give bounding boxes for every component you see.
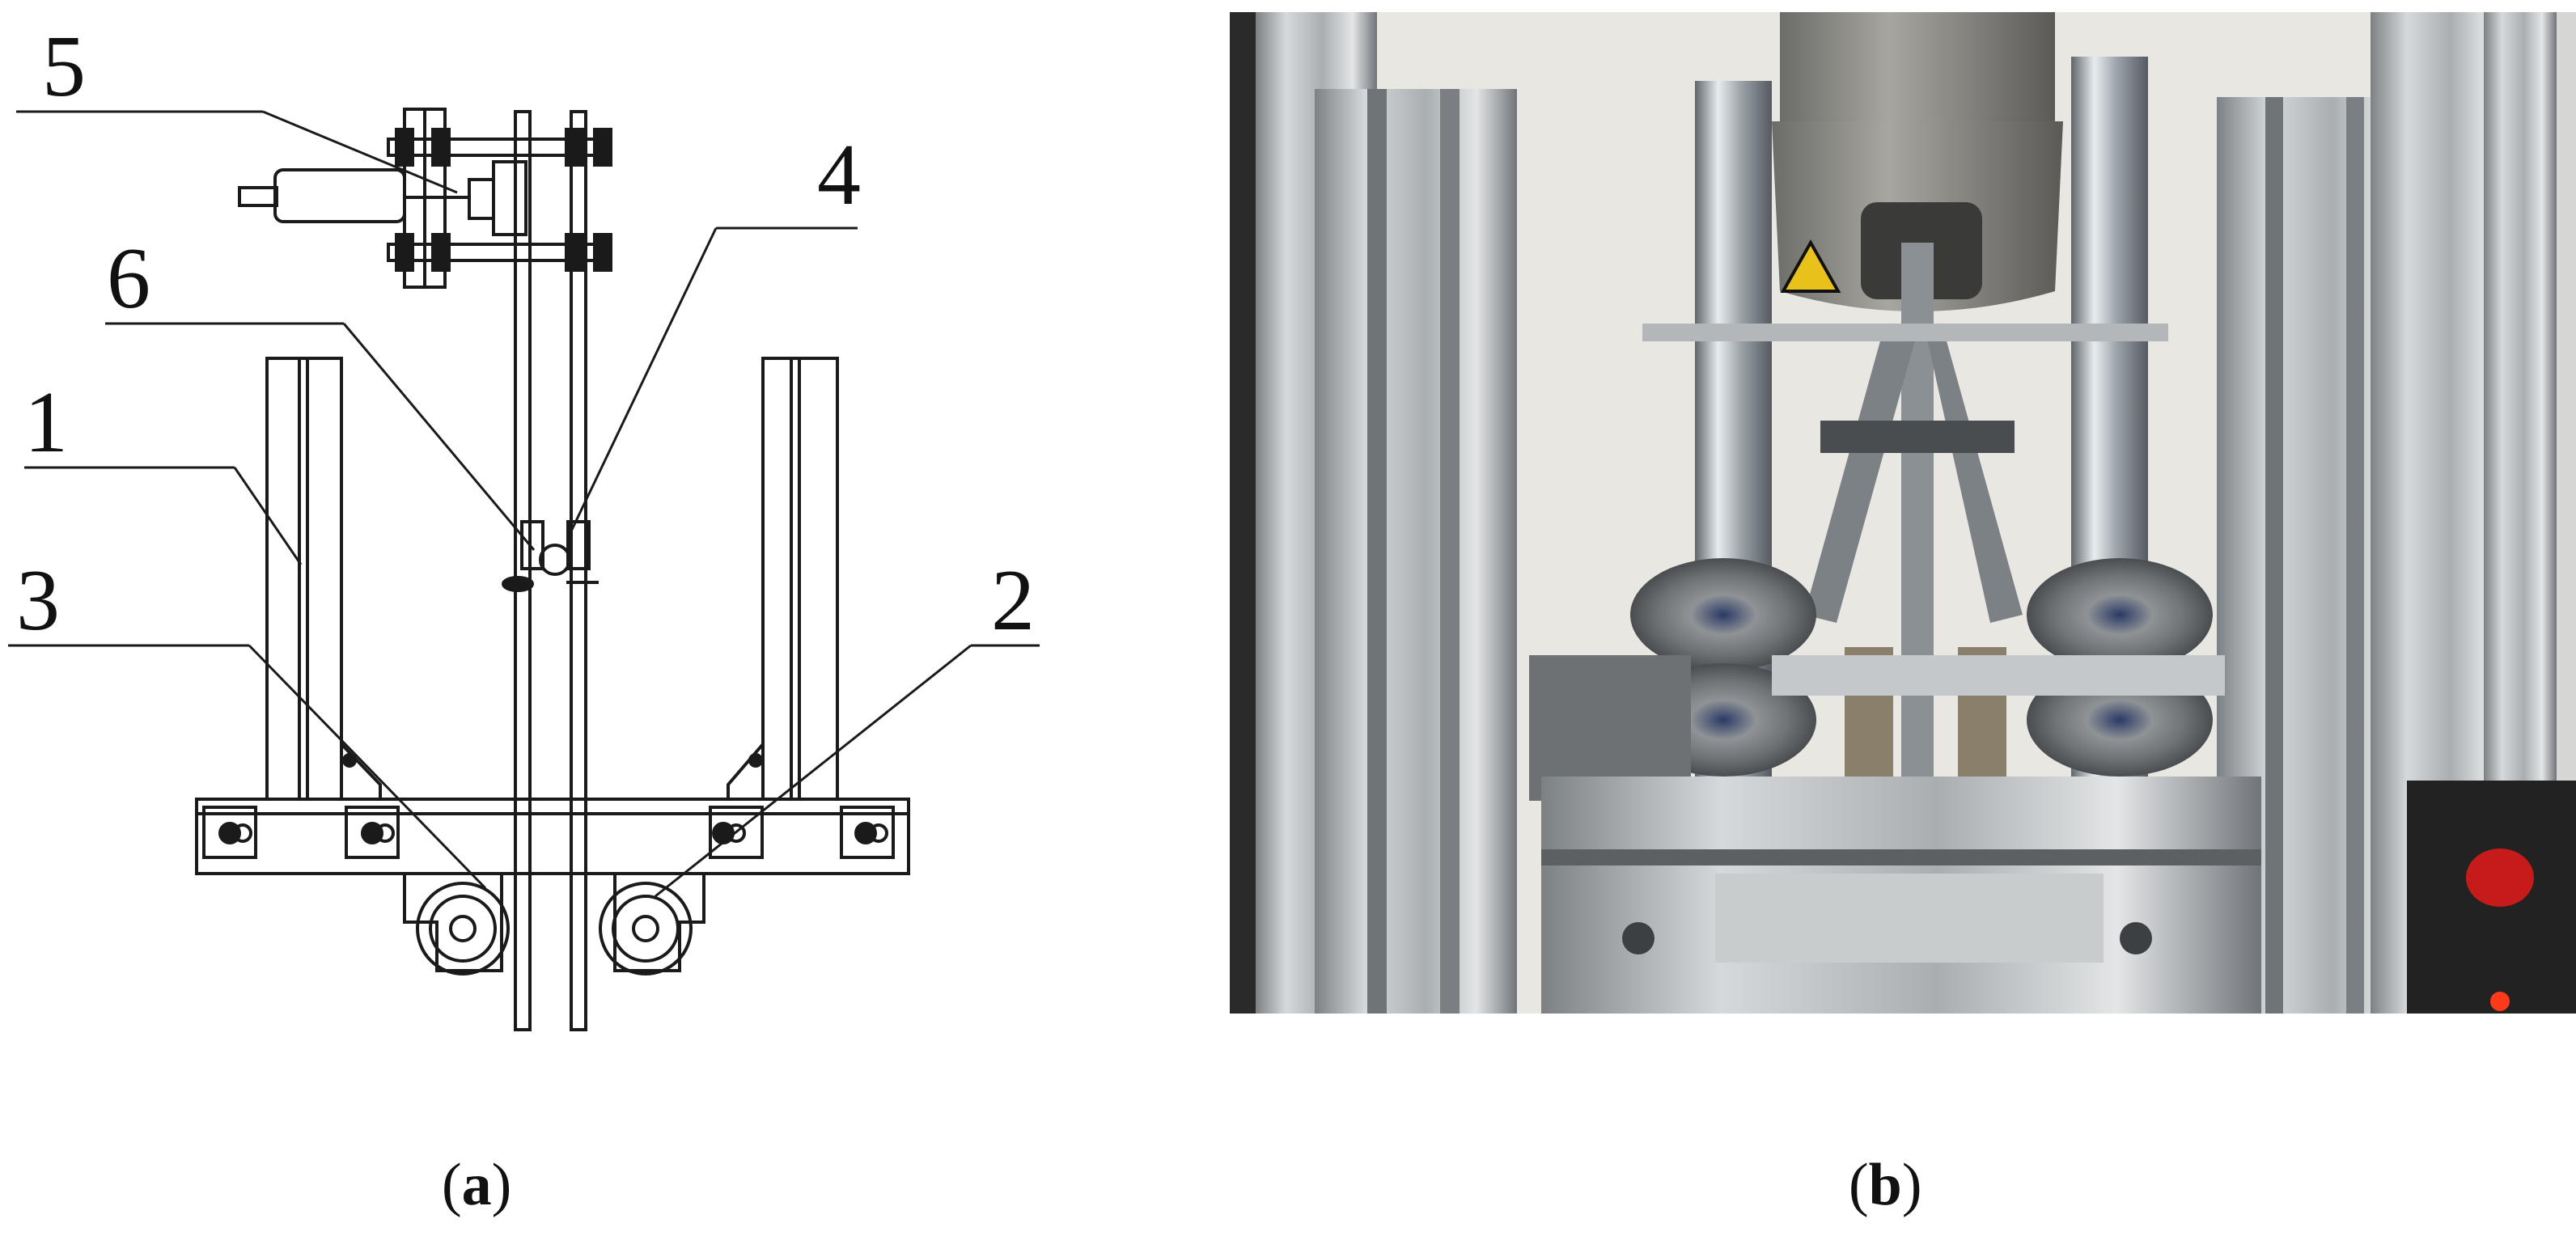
wheel-housing xyxy=(403,872,705,972)
middle-fixture xyxy=(502,520,599,592)
test-rig-photo xyxy=(1230,12,2576,1014)
leader-lines xyxy=(8,110,1040,898)
base-frame xyxy=(195,743,910,875)
bearing-wheels xyxy=(416,882,693,975)
part-label-2: 2 xyxy=(991,552,1035,649)
caption-b: (b) xyxy=(1849,1152,1922,1218)
part-label-1: 1 xyxy=(24,375,68,471)
caption-a: (a) xyxy=(442,1152,512,1218)
left-profile-column xyxy=(265,357,343,801)
top-clamp xyxy=(238,108,612,289)
part-label-5: 5 xyxy=(42,19,86,115)
schematic-drawing: 5 4 6 1 3 2 xyxy=(8,19,1040,1031)
part-labels: 5 4 6 1 3 2 xyxy=(16,19,1035,649)
part-label-4: 4 xyxy=(817,127,861,223)
part-label-3: 3 xyxy=(16,552,60,649)
right-profile-column xyxy=(761,357,839,801)
vertical-rods xyxy=(514,110,587,1031)
part-label-6: 6 xyxy=(107,231,150,327)
